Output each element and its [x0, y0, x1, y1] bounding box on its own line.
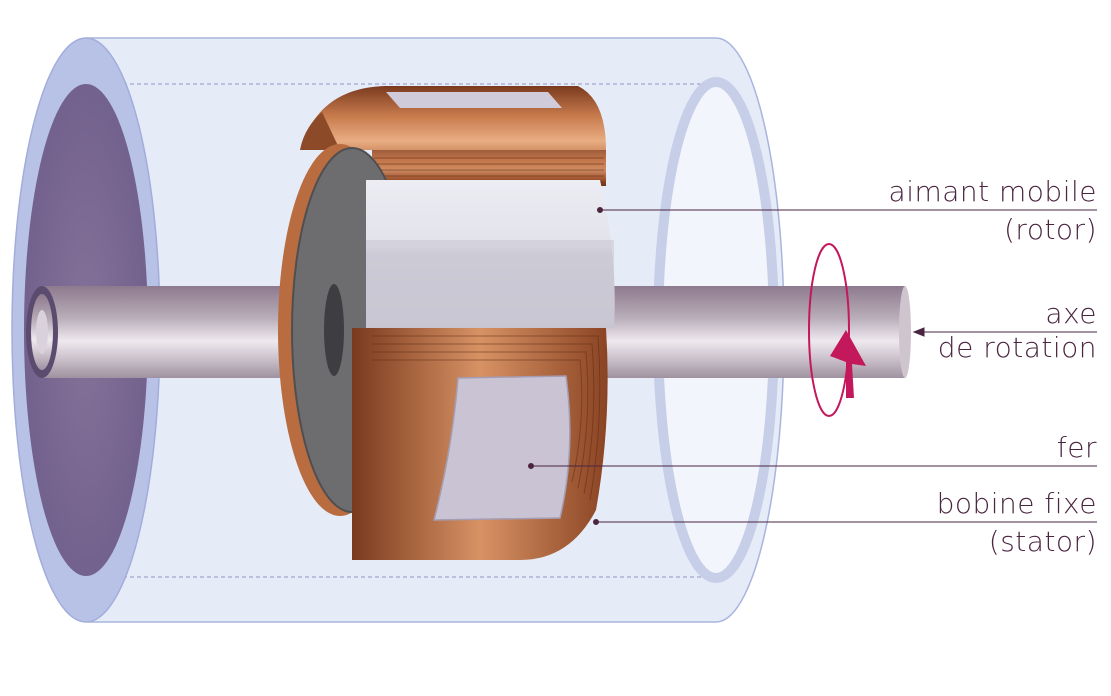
- iron-label-line1: fer: [1056, 431, 1097, 464]
- axis-label: axe de rotation: [938, 298, 1097, 364]
- magnet-rotor: [366, 180, 615, 328]
- rotor-label-line2: (rotor): [1004, 213, 1097, 246]
- rotation-arrow-icon: [808, 243, 866, 417]
- label-leaders: [528, 207, 1097, 525]
- stator-label: bobine fixe (stator): [937, 488, 1097, 558]
- rotor-label-line1: aimant mobile: [888, 175, 1097, 208]
- shaft-right: [605, 286, 911, 378]
- stator-coil-bottom: [352, 328, 608, 560]
- axis-label-line1: axe: [1045, 297, 1097, 330]
- stator-label-line2: (stator): [988, 525, 1097, 558]
- stator-coil-top: [300, 86, 606, 186]
- iron-label: fer: [1057, 432, 1097, 464]
- axis-label-line2: de rotation: [937, 331, 1097, 364]
- rotor-label: aimant mobile (rotor): [889, 176, 1097, 246]
- stator-label-line1: bobine fixe: [936, 487, 1097, 520]
